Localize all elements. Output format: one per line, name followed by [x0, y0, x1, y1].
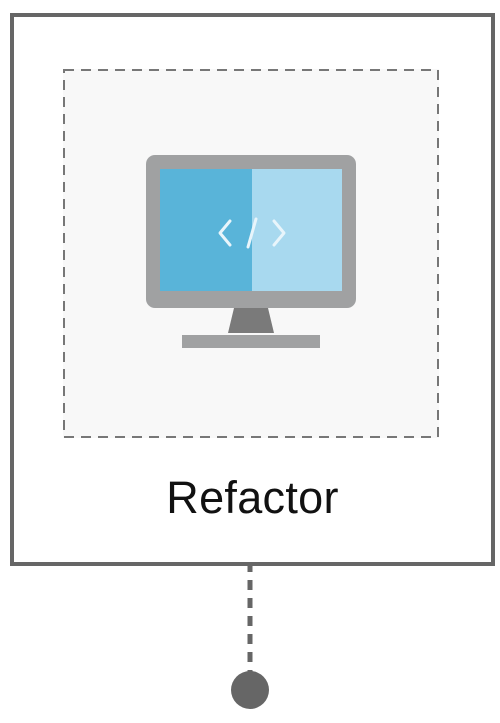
connector	[231, 562, 269, 709]
monitor-neck	[228, 308, 274, 333]
node-label: Refactor	[166, 472, 339, 523]
dashed-frame-border	[63, 69, 439, 438]
connector-endpoint-dot[interactable]	[231, 671, 269, 709]
code-glyph-icon	[218, 217, 286, 249]
monitor-base	[182, 335, 320, 348]
monitor-screen-right	[252, 169, 342, 291]
icon-placeholder-frame	[63, 69, 439, 438]
monitor-screen-left	[160, 169, 252, 291]
refactor-node[interactable]: Refactor	[10, 13, 495, 566]
code-monitor-icon	[146, 155, 356, 348]
